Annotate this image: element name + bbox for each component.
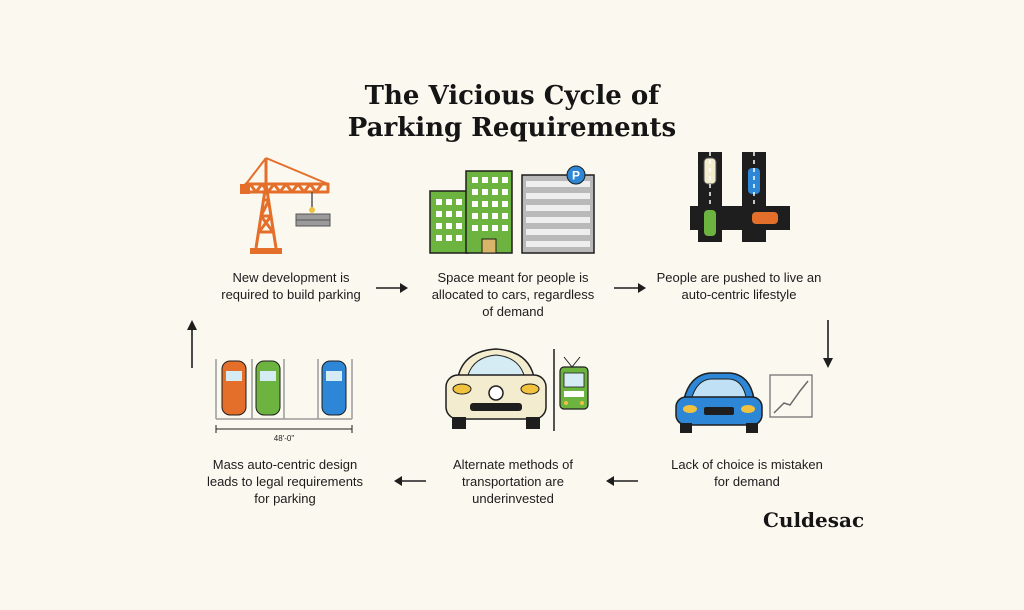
step-6-line-1: Mass auto-centric design <box>212 457 358 472</box>
step-6-text: Mass auto-centric design leads to legal … <box>190 456 380 507</box>
step-4-text: Lack of choice is mistaken for demand <box>652 456 842 490</box>
arrow-left-2-icon <box>394 476 426 486</box>
arrow-left-1-icon <box>606 476 638 486</box>
step-2-line-3: of demand <box>482 304 544 319</box>
road-intersection-cars-icon <box>690 152 790 242</box>
step-1-text: New development is required to build par… <box>196 269 386 303</box>
step-5-line-2: transportation are <box>462 474 564 489</box>
diagram-title: The Vicious Cycle of Parking Requirement… <box>0 80 1024 144</box>
buildings-parking-garage-icon: P <box>429 165 595 254</box>
step-5-line-3: underinvested <box>472 491 554 506</box>
brand-logo: Culdesac <box>763 508 865 532</box>
parking-dimension-label: 48'-0" <box>274 434 295 443</box>
arrow-down-icon <box>823 320 833 368</box>
parking-sign-label: P <box>572 169 580 183</box>
parking-lot-icon: 48'-0" <box>215 359 353 443</box>
step-3-text: People are pushed to live an auto-centri… <box>644 269 834 303</box>
arrow-right-1-icon <box>376 283 408 293</box>
step-6-line-3: for parking <box>254 491 316 506</box>
step-6-line-2: leads to legal requirements <box>206 474 364 489</box>
step-4-line-1: Lack of choice is mistaken <box>671 457 823 472</box>
construction-crane-icon <box>240 157 331 254</box>
step-3-line-1: People are pushed to live an <box>656 270 822 285</box>
step-4-line-2: for demand <box>714 474 780 489</box>
step-2-line-1: Space meant for people is <box>437 270 589 285</box>
car-and-rising-chart-icon <box>675 372 813 433</box>
step-3-line-2: auto-centric lifestyle <box>681 287 797 302</box>
step-1-line-2: required to build parking <box>221 287 361 302</box>
title-line-2: Parking Requirements <box>347 113 677 143</box>
step-5-text: Alternate methods of transportation are … <box>418 456 608 507</box>
arrow-up-icon <box>187 320 197 368</box>
title-line-1: The Vicious Cycle of <box>364 81 660 111</box>
step-5-line-1: Alternate methods of <box>453 457 573 472</box>
step-1-line-1: New development is <box>232 270 350 285</box>
step-2-text: Space meant for people is allocated to c… <box>418 269 608 320</box>
car-and-tram-icon <box>445 348 589 431</box>
arrow-right-2-icon <box>614 283 646 293</box>
step-2-line-2: allocated to cars, regardless <box>431 287 595 302</box>
